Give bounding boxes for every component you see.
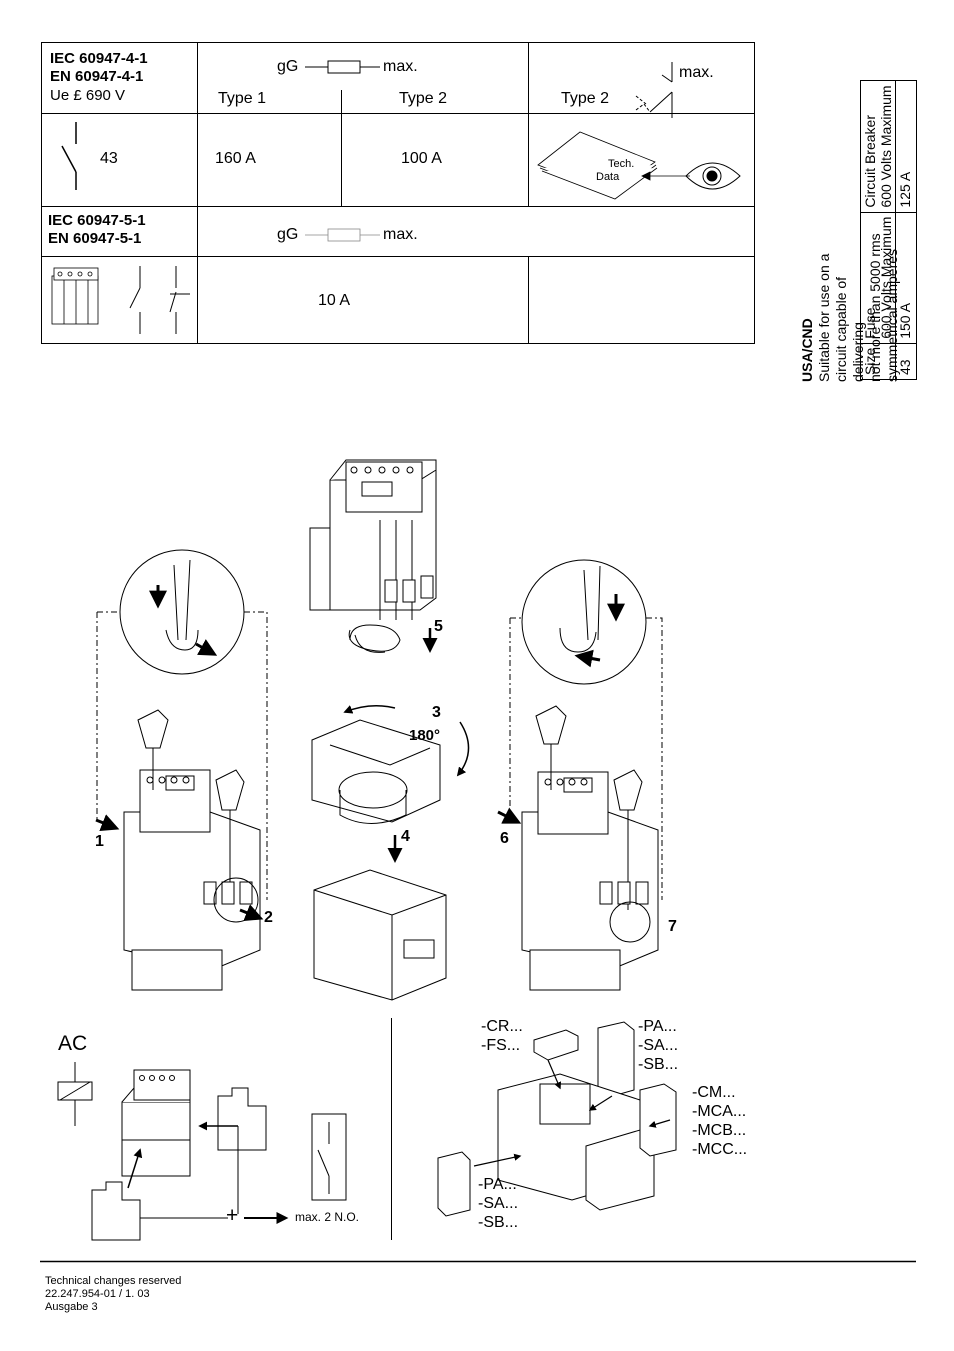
- type1-label: Type 1: [218, 90, 267, 107]
- type2-label: Type 2: [399, 90, 448, 107]
- aux-block-icon: [51, 267, 99, 325]
- eye-icon: [685, 162, 741, 190]
- fuse-icon: [305, 60, 380, 74]
- contactor-base: [313, 869, 447, 1001]
- contactor-top-center: [309, 459, 437, 653]
- aux-max-label: max.: [383, 226, 418, 243]
- label-cm: -CM...: [692, 1084, 736, 1101]
- aux-value: 10 A: [318, 292, 351, 309]
- data-label: Data: [596, 171, 620, 183]
- std-en-4: EN 60947-4-1: [50, 68, 144, 85]
- type2-breaker-label: Type 2: [561, 90, 610, 107]
- aux-gg-label: gG: [277, 226, 299, 243]
- aux-module-icon: [91, 1087, 267, 1241]
- label-sb-bottom: -SB...: [478, 1214, 519, 1231]
- step-2: 2: [264, 909, 273, 926]
- step-5: 5: [434, 618, 443, 635]
- step-3: 3: [432, 704, 441, 721]
- ac-label: AC: [58, 1032, 88, 1055]
- label-sa-top: -SA...: [638, 1037, 679, 1054]
- std-iec-4: IEC 60947-4-1: [50, 50, 148, 67]
- coil-symbol-icon: [57, 1062, 93, 1126]
- tech-data-book-icon: [537, 131, 690, 200]
- step-3-angle: 180°: [409, 727, 441, 744]
- fuse-max-label: max.: [383, 58, 418, 75]
- breaker-icon: [635, 62, 673, 118]
- label-mcc: -MCC...: [692, 1141, 748, 1158]
- label-mcb: -MCB...: [692, 1122, 747, 1139]
- contact-icon: [61, 122, 77, 190]
- fuse-gg-label: gG: [277, 58, 299, 75]
- label-fs: -FS...: [481, 1037, 521, 1054]
- tech-label: Tech.: [608, 158, 635, 170]
- label-pa-top: -PA...: [638, 1018, 677, 1035]
- label-sb-top: -SB...: [638, 1056, 679, 1073]
- type2-value: 100 A: [401, 150, 442, 167]
- footer-technical: Technical changes reserved: [45, 1275, 182, 1287]
- aux-fuse-icon: [305, 228, 380, 242]
- step-1: 1: [95, 833, 104, 850]
- type1-value: 160 A: [215, 150, 256, 167]
- coil-frame: [311, 719, 441, 824]
- breaker-max-label: max.: [679, 64, 714, 81]
- contactor-right: [521, 705, 659, 991]
- assembly-right: [437, 1021, 677, 1217]
- ac-contactor-icon: [121, 1069, 191, 1177]
- label-sa-bottom: -SA...: [478, 1195, 519, 1212]
- detail-circle-left: [119, 549, 245, 675]
- step-6: 6: [500, 830, 509, 847]
- label-pa-bottom: -PA...: [478, 1176, 517, 1193]
- footer-doc-number: 22.247.954-01 / 1. 03: [45, 1288, 150, 1300]
- footer-edition: Ausgabe 3: [45, 1301, 98, 1313]
- plus-sign: +: [226, 1204, 239, 1227]
- size-43: 43: [100, 150, 118, 167]
- label-mca: -MCA...: [692, 1103, 747, 1120]
- aux-contacts-icon: [129, 266, 190, 334]
- std-iec-5: IEC 60947-5-1: [48, 212, 146, 229]
- label-cr: -CR...: [481, 1018, 523, 1035]
- no-contact-icon: [311, 1113, 347, 1201]
- ue-voltage: Ue £ 690 V: [50, 87, 126, 104]
- step-7: 7: [668, 918, 677, 935]
- step-4: 4: [401, 828, 410, 845]
- contactor-left: [123, 709, 261, 991]
- max-no-label: max. 2 N.O.: [295, 1210, 360, 1224]
- std-en-5: EN 60947-5-1: [48, 230, 142, 247]
- detail-circle-right: [521, 559, 647, 685]
